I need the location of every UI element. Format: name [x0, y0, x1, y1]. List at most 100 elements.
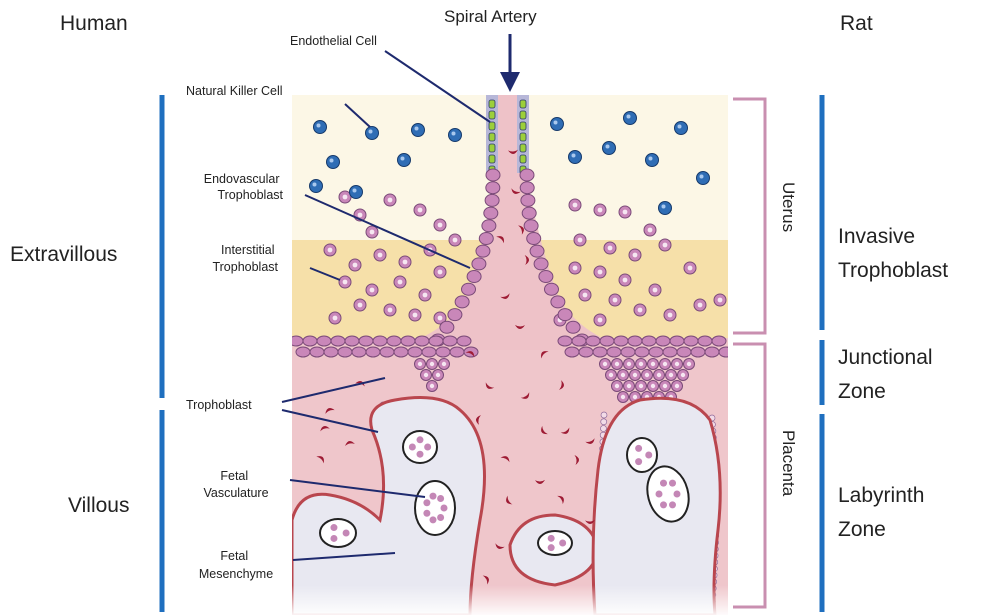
trophoblast-nucleus	[573, 266, 578, 271]
label-human: Human	[60, 12, 128, 35]
endovascular-cell	[544, 283, 558, 295]
trophoblast-nucleus	[653, 288, 658, 293]
nk-cell	[551, 118, 564, 131]
shell-cell	[586, 336, 600, 346]
endovascular-cell	[551, 296, 565, 308]
trophoblast-nucleus	[583, 293, 588, 298]
trophoblast-nucleus	[638, 308, 643, 313]
shell-cell	[331, 336, 345, 346]
bracket-placenta	[733, 344, 765, 607]
trophoblast-nucleus	[438, 270, 443, 275]
trophoblast-nucleus	[573, 203, 578, 208]
shell-cell	[450, 347, 464, 357]
fetal-rbc	[437, 514, 444, 521]
shell-cell	[565, 347, 579, 357]
trophoblast-nucleus	[615, 384, 619, 388]
label-endothelial-cell: Endothelial Cell	[290, 34, 377, 48]
trophoblast-nucleus	[657, 373, 661, 377]
nk-cell-highlight	[369, 130, 373, 134]
endothelial-cell	[489, 155, 495, 163]
shell-cell	[607, 347, 621, 357]
trophoblast-nucleus	[633, 395, 637, 399]
trophoblast-nucleus	[343, 195, 348, 200]
fetal-rbc	[423, 510, 430, 517]
label-invasive-line1: Invasive	[838, 225, 915, 248]
villus-border-cell	[601, 419, 607, 425]
endovascular-cell	[527, 232, 541, 244]
label-endovascular-trophoblast: Endovascular Trophoblast	[204, 172, 284, 202]
nk-cell	[310, 180, 323, 193]
trophoblast-nucleus	[424, 373, 428, 377]
label-junctional-line2: Zone	[838, 380, 886, 403]
shell-cell	[324, 347, 338, 357]
trophoblast-nucleus	[423, 293, 428, 298]
nk-cell-highlight	[678, 125, 682, 129]
trophoblast-nucleus	[388, 308, 393, 313]
trophoblast-nucleus	[418, 208, 423, 213]
endovascular-cell	[482, 220, 496, 232]
nk-cell-highlight	[627, 115, 631, 119]
shell-cell	[572, 336, 586, 346]
endovascular-cell	[558, 309, 572, 321]
trophoblast-nucleus	[388, 198, 393, 203]
trophoblast-nucleus	[430, 384, 434, 388]
trophoblast-nucleus	[648, 228, 653, 233]
shell-cell	[401, 336, 415, 346]
endovascular-cell	[472, 258, 486, 270]
shell-cell	[289, 336, 303, 346]
trophoblast-nucleus	[621, 395, 625, 399]
spiral-artery-arrowhead	[500, 72, 520, 92]
fetal-vessel	[320, 519, 356, 547]
label-invasive-line2: Trophoblast	[838, 259, 948, 282]
shell-cell	[317, 336, 331, 346]
shell-cell	[684, 336, 698, 346]
label-mesenchyme-line2: Mesenchyme	[199, 567, 273, 581]
label-interstitial-trophoblast: Interstitial Trophoblast	[212, 243, 278, 274]
nk-cell	[366, 127, 379, 140]
villus-border-cell	[601, 412, 607, 418]
nk-cell	[398, 154, 411, 167]
shell-cell	[558, 336, 572, 346]
shell-cell	[436, 347, 450, 357]
nk-cell-highlight	[353, 189, 357, 193]
shell-cell	[642, 336, 656, 346]
fetal-rbc	[429, 493, 436, 500]
shell-cell	[394, 347, 408, 357]
nk-cell	[697, 172, 710, 185]
trophoblast-nucleus	[621, 373, 625, 377]
shell-cell	[719, 347, 733, 357]
trophoblast-nucleus	[645, 373, 649, 377]
endothelial-cell	[520, 133, 526, 141]
fetal-rbc	[417, 436, 424, 443]
trophoblast-nucleus	[353, 263, 358, 268]
fetal-rbc	[635, 458, 642, 465]
right-pink-brackets	[733, 99, 765, 607]
nk-cell	[569, 151, 582, 164]
label-mesenchyme-line1: Fetal	[220, 549, 248, 563]
trophoblast-nucleus	[436, 373, 440, 377]
trophoblast-nucleus	[613, 298, 618, 303]
endovascular-cell	[485, 194, 499, 206]
nk-cell	[659, 202, 672, 215]
endovascular-cell	[524, 220, 538, 232]
nk-cell-highlight	[415, 127, 419, 131]
fetal-rbc	[674, 491, 681, 498]
shell-cell	[415, 336, 429, 346]
bracket-uterus	[733, 99, 765, 333]
shell-cell	[338, 347, 352, 357]
fetal-rbc	[437, 495, 444, 502]
trophoblast-nucleus	[675, 384, 679, 388]
shell-cell	[677, 347, 691, 357]
shell-cell	[705, 347, 719, 357]
fetal-rbc	[424, 444, 431, 451]
trophoblast-nucleus	[328, 248, 333, 253]
fetal-rbc	[645, 452, 652, 459]
endovascular-cell	[462, 283, 476, 295]
trophoblast-nucleus	[651, 384, 655, 388]
fetal-rbc	[423, 499, 430, 506]
trophoblast-nucleus	[623, 278, 628, 283]
label-fetal-mesenchyme: Fetal Mesenchyme	[199, 549, 273, 581]
label-endovascular-line1: Endovascular	[204, 172, 280, 186]
endovascular-cell	[476, 245, 490, 257]
